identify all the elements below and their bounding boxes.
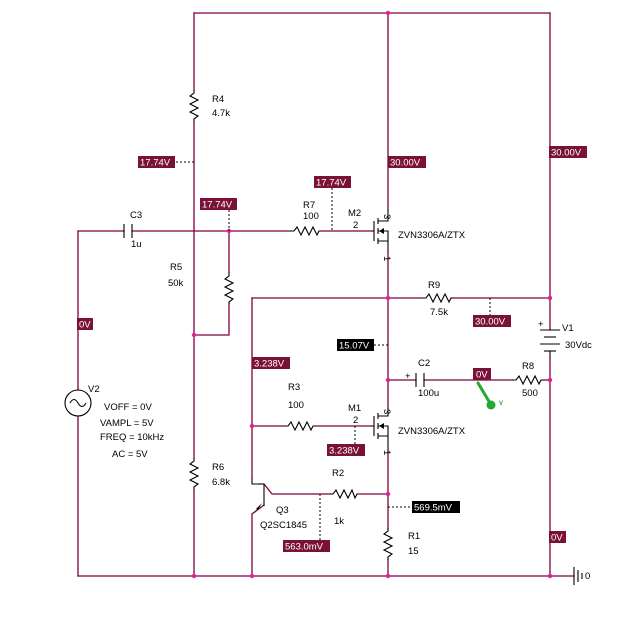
voltage-flag-gate-node[interactable]: 17.74V: [200, 198, 237, 211]
component-labels: R4 4.7k R5 50k R6 6.8k R7 100 C3 1u M2 2…: [88, 94, 592, 557]
voltage-flag-r7-gate[interactable]: 17.74V: [314, 176, 351, 189]
r1-ref: R1: [408, 531, 420, 542]
ground-label: 0: [585, 571, 590, 582]
r1-value: 15: [408, 546, 419, 557]
transistor-q3[interactable]: [251, 478, 265, 510]
m2-gate-pin: 2: [353, 220, 358, 231]
svg-text:+: +: [405, 371, 411, 382]
svg-text:30.00V: 30.00V: [390, 158, 421, 169]
resistor-r7[interactable]: [290, 225, 322, 237]
source-v2[interactable]: [64, 389, 92, 417]
m2-source-pin: 1: [381, 256, 392, 261]
q3-part: Q2SC1845: [260, 520, 307, 531]
r3-ref: R3: [288, 382, 300, 393]
voltage-flag-m1-source[interactable]: 569.5mV: [412, 501, 460, 514]
c3-ref: C3: [130, 210, 142, 221]
voltage-flag-m2-source[interactable]: 15.07V: [337, 339, 374, 352]
v2-vampl: VAMPL = 5V: [100, 418, 154, 429]
svg-text:+: +: [538, 319, 544, 330]
r3-value: 100: [288, 400, 304, 411]
r5-value: 50k: [168, 278, 184, 289]
q3-ref: Q3: [276, 505, 289, 516]
svg-text:30.00V: 30.00V: [551, 148, 582, 159]
voltage-flag-m2-drain[interactable]: 30.00V: [388, 156, 426, 169]
v2-ac: AC = 5V: [112, 449, 148, 460]
voltage-flag-m1-gate[interactable]: 3.238V: [327, 444, 365, 457]
m1-source-pin: 1: [381, 450, 392, 455]
svg-text:17.74V: 17.74V: [202, 200, 233, 211]
wire-q3-emit: [251, 504, 265, 577]
r6-ref: R6: [212, 462, 224, 473]
wires: [77, 12, 575, 577]
source-v1[interactable]: +: [538, 319, 560, 358]
v1-ref: V1: [562, 323, 574, 334]
m1-gate-pin: 2: [353, 415, 358, 426]
ground-symbol: 0: [573, 567, 590, 585]
resistor-r3[interactable]: [284, 420, 316, 432]
r9-ref: R9: [428, 280, 440, 291]
m2-drain-pin: 3: [381, 214, 392, 219]
svg-text:3.238V: 3.238V: [254, 359, 285, 370]
m1-part: ZVN3306A/ZTX: [398, 426, 466, 437]
resistor-r2[interactable]: [330, 488, 358, 500]
svg-text:0V: 0V: [476, 370, 488, 381]
voltage-flag-supply[interactable]: 30.00V: [549, 146, 587, 159]
voltage-flag-r4-r5[interactable]: 17.74V: [138, 156, 175, 169]
wire-r5-bottom: [193, 303, 230, 336]
resistor-r6[interactable]: [188, 458, 200, 490]
r7-ref: R7: [303, 200, 315, 211]
svg-text:563.0mV: 563.0mV: [285, 542, 324, 553]
r4-ref: R4: [212, 94, 224, 105]
resistor-r9[interactable]: [422, 292, 452, 304]
m2-ref: M2: [348, 208, 361, 219]
v1-value: 30Vdc: [565, 340, 592, 351]
resistor-r4[interactable]: [188, 90, 200, 122]
svg-text:3.238V: 3.238V: [329, 446, 360, 457]
svg-text:17.74V: 17.74V: [316, 178, 347, 189]
v2-ref: V2: [88, 384, 100, 395]
voltage-flag-r9[interactable]: 30.00V: [473, 315, 511, 328]
voltage-flag-c2-out[interactable]: 0V: [473, 368, 491, 381]
resistor-r8[interactable]: [512, 374, 544, 386]
svg-text:569.5mV: 569.5mV: [414, 503, 453, 514]
r4-value: 4.7k: [212, 108, 230, 119]
c2-value: 100u: [418, 388, 439, 399]
mosfet-m1[interactable]: [372, 408, 389, 452]
c2-ref: C2: [418, 358, 430, 369]
capacitor-c2[interactable]: +: [405, 371, 425, 387]
voltage-flag-base-node[interactable]: 3.238V: [252, 357, 290, 370]
voltage-probe-icon[interactable]: V: [476, 381, 503, 410]
voltage-flag-q3-base[interactable]: 563.0mV: [283, 540, 330, 553]
c3-value: 1u: [131, 239, 142, 250]
resistor-r5[interactable]: [223, 272, 235, 304]
r2-ref: R2: [332, 468, 344, 479]
v2-freq: FREQ = 10kHz: [100, 432, 164, 443]
node-dots: [191, 10, 553, 579]
voltage-flag-gnd-right[interactable]: 0V: [549, 531, 566, 544]
r5-ref: R5: [170, 262, 182, 273]
r8-value: 500: [522, 388, 538, 399]
v2-voff: VOFF = 0V: [104, 402, 152, 413]
r6-value: 6.8k: [212, 477, 230, 488]
svg-text:0V: 0V: [551, 533, 563, 544]
svg-text:15.07V: 15.07V: [339, 341, 370, 352]
voltage-flag-v2[interactable]: 0V: [77, 318, 93, 331]
r7-value: 100: [303, 211, 319, 222]
m1-drain-pin: 3: [381, 409, 392, 414]
r2-value: 1k: [334, 516, 344, 527]
capacitor-c3[interactable]: [123, 224, 133, 238]
r9-value: 7.5k: [430, 307, 448, 318]
mosfet-m2[interactable]: [372, 210, 389, 252]
svg-text:0V: 0V: [79, 320, 91, 331]
m2-part: ZVN3306A/ZTX: [398, 230, 466, 241]
voltage-flags: 17.74V 17.74V 17.74V 30.00V 30.00V 30.00…: [77, 146, 587, 553]
probe-label: V: [499, 401, 503, 407]
svg-text:30.00V: 30.00V: [475, 317, 506, 328]
resistor-r1[interactable]: [382, 528, 394, 560]
r8-ref: R8: [522, 361, 534, 372]
m1-ref: M1: [348, 403, 361, 414]
svg-text:17.74V: 17.74V: [140, 158, 171, 169]
wire-q3-coll: [263, 483, 331, 495]
